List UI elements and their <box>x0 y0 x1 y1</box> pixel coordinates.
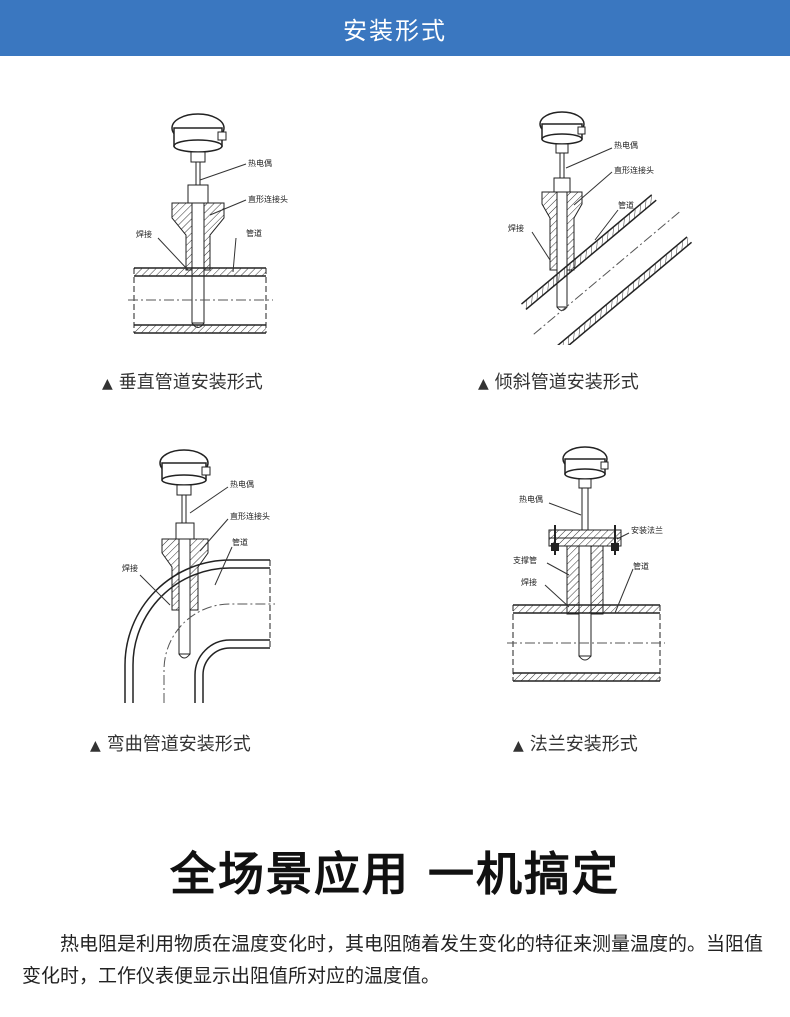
label-connector: 直形连接头 <box>230 511 270 521</box>
caption-bent-pipe: ▲弯曲管道安装形式 <box>90 734 251 755</box>
triangle-icon: ▲ <box>102 376 113 392</box>
section-title: 安装形式 <box>343 16 447 45</box>
caption-vertical-pipe: ▲垂直管道安装形式 <box>102 372 263 393</box>
label-thermocouple: 热电偶 <box>519 494 543 504</box>
description-text: 热电阻是利用物质在温度变化时，其电阻随着发生变化的特征来测量温度的。当阻值变化时… <box>22 933 764 987</box>
headline: 全场景应用 一机搞定 <box>169 847 620 901</box>
label-thermocouple: 热电偶 <box>230 479 254 489</box>
label-pipe: 管道 <box>232 537 248 547</box>
label-weld: 焊接 <box>521 577 537 587</box>
label-connector: 直形连接头 <box>248 194 288 204</box>
vertical-pipe-drawing: 热电偶 直形连接头 焊接 管道 <box>128 113 288 334</box>
flange-drawing: 热电偶 安装法兰 支撑管 焊接 管道 <box>507 446 665 682</box>
bent-pipe-drawing: 热电偶 直形连接头 焊接 管道 <box>122 449 275 703</box>
label-connector: 直形连接头 <box>614 165 654 175</box>
triangle-icon: ▲ <box>478 376 489 392</box>
inclined-pipe-drawing: 热电偶 直形连接头 焊接 管道 <box>508 111 693 345</box>
diagram-flange: 热电偶 安装法兰 支撑管 焊接 管道 <box>505 435 705 695</box>
caption-flange: ▲法兰安装形式 <box>513 734 638 755</box>
diagram-vertical-pipe: 热电偶 直形连接头 焊接 管道 <box>98 100 298 345</box>
triangle-icon: ▲ <box>513 738 524 754</box>
triangle-icon: ▲ <box>90 738 101 754</box>
label-weld: 焊接 <box>508 223 524 233</box>
label-pipe: 管道 <box>246 228 262 238</box>
label-pipe: 管道 <box>633 561 649 571</box>
label-thermocouple: 热电偶 <box>614 140 638 150</box>
diagram-inclined-pipe: 热电偶 直形连接头 焊接 管道 <box>500 100 700 345</box>
label-flange: 安装法兰 <box>631 525 663 535</box>
label-support: 支撑管 <box>513 555 537 565</box>
diagram-bent-pipe: 热电偶 直形连接头 焊接 管道 <box>110 435 310 705</box>
label-pipe: 管道 <box>618 200 634 210</box>
label-weld: 焊接 <box>122 563 138 573</box>
section-header: 安装形式 <box>0 0 790 56</box>
caption-inclined-pipe: ▲倾斜管道安装形式 <box>478 372 639 393</box>
label-weld: 焊接 <box>136 229 152 239</box>
label-thermocouple: 热电偶 <box>248 158 272 168</box>
